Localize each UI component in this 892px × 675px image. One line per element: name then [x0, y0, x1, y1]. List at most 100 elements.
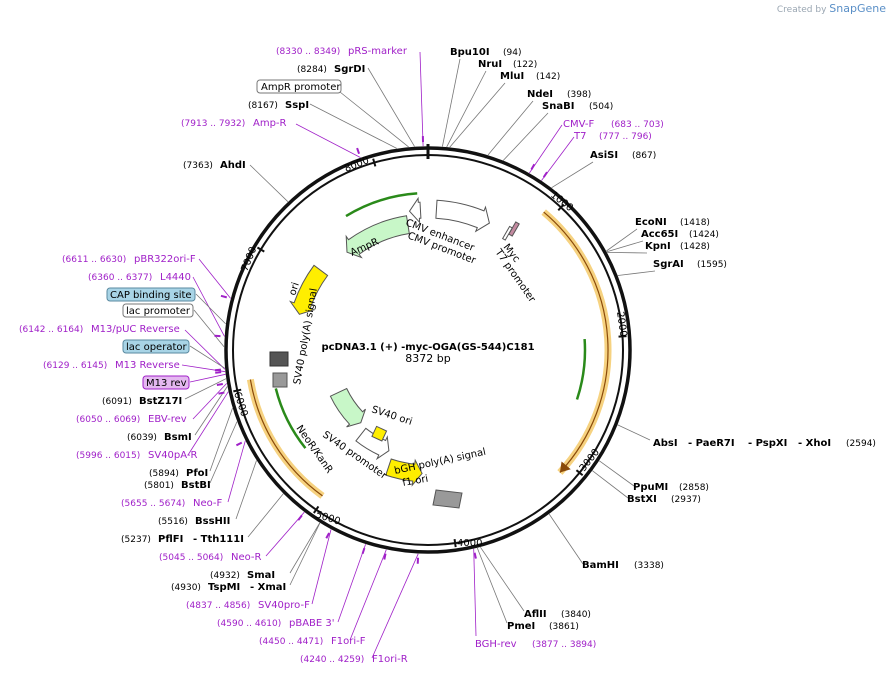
- enzyme-bsshii: BssHII: [195, 516, 230, 527]
- enzyme-xhoi-pos: (2594): [846, 439, 876, 449]
- ampr-promoter-arrow: [408, 196, 422, 224]
- primer-tick-12: [325, 532, 331, 539]
- feature-pbabe3: pBABE 3': [289, 618, 335, 629]
- primer-tick-13: [361, 547, 366, 555]
- enzyme-pmei-pos: (3861): [549, 622, 579, 632]
- cap-binding-site-box: [106, 287, 196, 302]
- enzyme-pmei: PmeI: [507, 621, 535, 632]
- leader-line-1: [446, 70, 487, 148]
- enzyme-econi: EcoNI: [635, 217, 667, 228]
- orf-insert: [575, 339, 587, 400]
- lac-operator-label: lac operator: [126, 342, 187, 353]
- ampr-promoter-label: AmpR promoter: [261, 82, 341, 93]
- plasmid-name: pcDNA3.1 (+) -myc-OGA(GS-544)C181: [321, 342, 534, 353]
- cds-arc-oga-line: [543, 211, 609, 473]
- leader-line-27: [419, 51, 424, 147]
- bgh-polya-block: [432, 489, 463, 509]
- leader-line-48: [189, 373, 226, 383]
- primer-tick-11: [297, 514, 303, 521]
- plasmid-size: 8372 bp: [405, 352, 450, 365]
- enzyme-xmai: - XmaI: [250, 582, 286, 593]
- feature-prs-marker: pRS-marker: [348, 46, 408, 57]
- feature-pbabe3-pos: (4590 .. 4610): [217, 619, 281, 629]
- enzyme-bamhi: BamHI: [582, 560, 619, 571]
- neor-kanr-arrow: [329, 387, 366, 428]
- cds-arc-oga-head: [559, 461, 571, 473]
- leader-line-21: [209, 407, 233, 472]
- leader-line-39: [311, 529, 332, 605]
- enzyme-bpu10i: Bpu10I: [450, 47, 490, 58]
- enzyme-bstz17i: BstZ17I: [139, 396, 182, 407]
- leader-line-40: [337, 544, 366, 623]
- leader-line-44: [339, 91, 409, 148]
- enzyme-sgrdi: SgrDI: [334, 64, 365, 75]
- leader-line-33: [184, 329, 226, 370]
- enzyme-bstbi: BstBI: [181, 480, 211, 491]
- lac-operator-box: [122, 339, 190, 354]
- tick-1000: 1000: [548, 190, 575, 214]
- feature-neo-r-pos: (5045 .. 5064): [159, 553, 223, 563]
- tick-mark-2000: [618, 335, 627, 338]
- primer-tick-8: [216, 383, 223, 387]
- enzyme-asisi-pos: (867): [632, 151, 656, 161]
- enzyme-pflfi: PflFI: [158, 534, 183, 545]
- leader-line-37: [227, 440, 246, 503]
- cds-arc-sv40-line: [249, 379, 323, 497]
- leader-line-2: [449, 82, 506, 148]
- m13-rev-box: [142, 375, 190, 390]
- enzyme-bsmi-pos: (6039): [127, 433, 157, 443]
- f1-ori-arrow: [385, 458, 423, 487]
- enzyme-acc65i-pos: (1424): [689, 230, 719, 240]
- sv40-promoter-arrow: [355, 427, 390, 461]
- leader-line-19: [235, 460, 257, 520]
- feature-ebv-rev-pos: (6050 .. 6069): [76, 415, 140, 425]
- enzyme-pspxi: - PspXI: [748, 438, 787, 449]
- feature-neo-f-pos: (5655 .. 5674): [121, 499, 185, 509]
- cmv-promoter-arrow: [435, 199, 490, 233]
- cap-binding-site-label: CAP binding site: [110, 290, 192, 301]
- t7-promoter-block: [501, 225, 513, 241]
- enzyme-snabi: SnaBI: [542, 101, 574, 112]
- enzyme-bsmi: BsmI: [164, 432, 192, 443]
- tick-mark-8000: [372, 158, 377, 167]
- enzyme-tspmi-pos: (4930): [171, 583, 201, 593]
- enzyme-sspi-pos: (8167): [248, 101, 278, 111]
- primer-tick-3: [542, 171, 548, 178]
- leader-line-11: [599, 460, 635, 487]
- feature-neo-f: Neo-F: [193, 498, 223, 509]
- feature-l4440: L4440: [160, 272, 191, 283]
- tick-mark-3000: [575, 469, 584, 477]
- primer-tick-2: [530, 163, 536, 171]
- enzyme-mlui-pos: (142): [536, 72, 560, 82]
- feature-l4440-pos: (6360 .. 6377): [88, 273, 152, 283]
- feature-cmv-f-pos: (683 .. 703): [611, 120, 664, 130]
- enzyme-tspmi: TspMI: [208, 582, 240, 593]
- leader-line-22: [194, 386, 228, 436]
- feature-m13-puc-reverse-pos: (6142 .. 6164): [19, 325, 83, 335]
- feature-pbr322ori-f-pos: (6611 .. 6630): [62, 255, 126, 265]
- ampr-promoter-box: [256, 79, 342, 94]
- enzyme-ndei-pos: (398): [567, 90, 591, 100]
- leader-line-35: [192, 383, 227, 420]
- orf-neo: [274, 388, 307, 449]
- enzyme-nrui: NruI: [478, 59, 502, 70]
- leader-line-24: [249, 164, 289, 202]
- enzyme-absi: AbsI: [653, 438, 678, 449]
- enzyme-pflfi-pos: (5237): [121, 535, 151, 545]
- feature-t7-pos: (777 .. 796): [599, 132, 652, 142]
- tick-4000: 4000: [457, 538, 482, 549]
- cds-arc-oga: [541, 209, 612, 475]
- enzyme-kpni: KpnI: [645, 241, 671, 252]
- leader-line-43: [473, 548, 477, 637]
- enzyme-smai-pos: (4932): [210, 571, 240, 581]
- leader-line-8: [607, 252, 648, 254]
- enzyme-aflii: AflII: [524, 609, 547, 620]
- leader-line-5: [551, 161, 594, 189]
- tick-2000: 2000: [614, 311, 628, 338]
- feature-f1ori-r: F1ori-R: [372, 654, 408, 665]
- leader-line-47: [189, 345, 226, 369]
- feature-amp-r-pos: (7913 .. 7932): [181, 119, 245, 129]
- leader-line-7: [606, 240, 644, 253]
- lac-promoter-box: [122, 303, 194, 318]
- label-f1-ori: f1 ori: [402, 474, 430, 489]
